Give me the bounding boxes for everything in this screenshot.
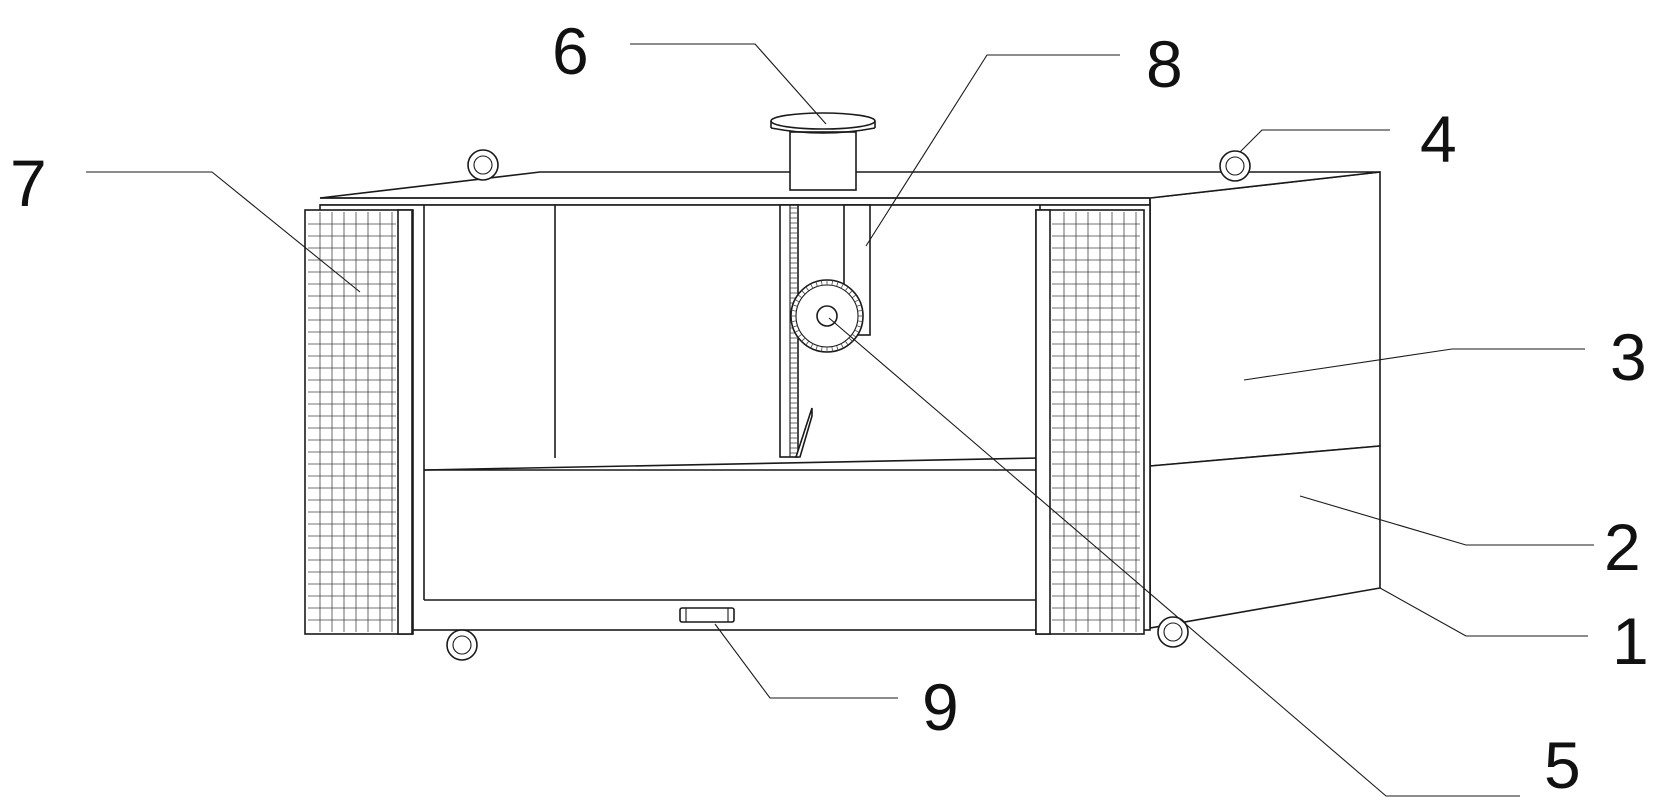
callout-7: 7 [10, 146, 47, 220]
callout-labels: 6 8 4 7 3 2 1 5 9 [10, 14, 1649, 802]
callout-8: 8 [1146, 27, 1183, 101]
right-mesh-panel [1035, 209, 1145, 635]
left-mesh-panel [304, 209, 414, 635]
callout-4: 4 [1420, 102, 1457, 176]
lifting-ring-top-right [1219, 150, 1251, 182]
gear [790, 279, 864, 353]
right-housing [1149, 171, 1381, 629]
callout-5: 5 [1544, 728, 1581, 802]
callout-1: 1 [1612, 604, 1649, 678]
callout-6: 6 [552, 14, 589, 88]
main-frame [319, 204, 1151, 631]
lifting-ring-bottom-right [1157, 616, 1189, 648]
lifting-ring-bottom-left [446, 629, 478, 661]
callout-3: 3 [1610, 320, 1647, 394]
lifting-ring-top-left [467, 149, 499, 181]
leader-lines [86, 43, 1594, 797]
callout-2: 2 [1604, 510, 1641, 584]
drain-valve [679, 607, 735, 623]
callout-9: 9 [922, 670, 959, 744]
